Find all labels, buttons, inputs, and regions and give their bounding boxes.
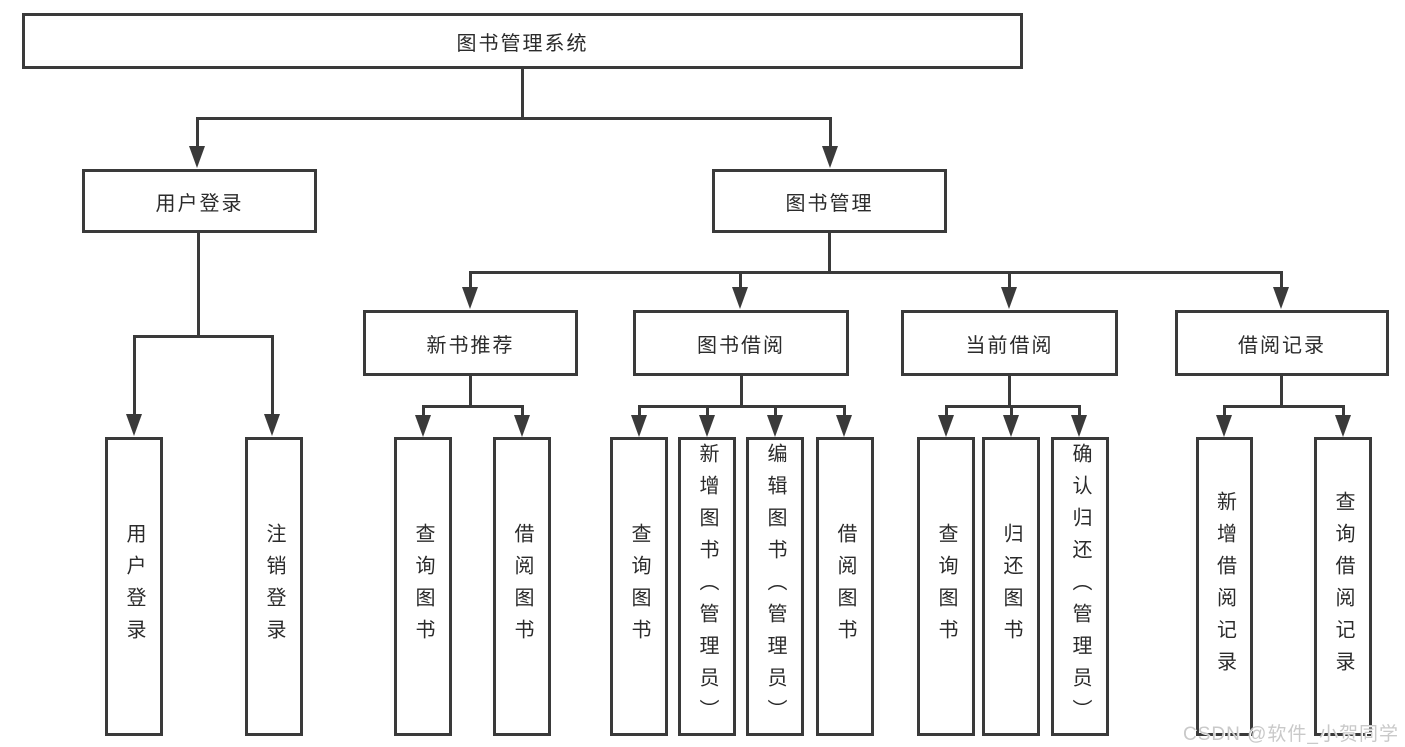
node-root-library-system: 图书管理系统 [22,13,1023,69]
leaf-add-borrow-record: 新增借阅记录 [1196,437,1253,736]
leaf-query-books-recommend: 查询图书 [394,437,452,736]
connector-line [271,335,274,415]
node-user-login: 用户登录 [82,169,317,233]
arrowhead-down-icon [514,415,530,437]
connector-line [133,335,136,415]
arrowhead-down-icon [699,415,715,437]
connector-line [638,405,641,416]
connector-line [469,271,1283,274]
arrowhead-down-icon [1335,415,1351,437]
leaf-return-books: 归还图书 [982,437,1040,736]
leaf-query-books-current: 查询图书 [917,437,975,736]
leaf-add-books-admin: 新增图书（管理员） [678,437,736,736]
connector-line [1010,405,1013,416]
arrowhead-down-icon [1273,287,1289,309]
arrowhead-down-icon [1001,287,1017,309]
arrowhead-down-icon [1003,415,1019,437]
arrowhead-down-icon [264,414,280,436]
connector-line [829,117,832,147]
node-current-borrow: 当前借阅 [901,310,1118,376]
node-new-book-recommend: 新书推荐 [363,310,578,376]
connector-line [740,376,743,408]
arrowhead-down-icon [415,415,431,437]
node-book-borrow: 图书借阅 [633,310,849,376]
connector-line [706,405,709,416]
leaf-query-borrow-record: 查询借阅记录 [1314,437,1372,736]
connector-line [1008,271,1011,288]
connector-line [1223,405,1344,408]
connector-line [843,405,846,416]
connector-line [1280,271,1283,288]
connector-line [774,405,777,416]
connector-line [1280,376,1283,408]
arrowhead-down-icon [822,146,838,168]
arrowhead-down-icon [1071,415,1087,437]
connector-line [739,271,742,288]
arrowhead-down-icon [1216,415,1232,437]
connector-line [197,233,200,338]
leaf-logout: 注销登录 [245,437,303,736]
connector-line [521,405,524,416]
arrowhead-down-icon [836,415,852,437]
connector-line [469,376,472,408]
arrowhead-down-icon [732,287,748,309]
node-borrow-records: 借阅记录 [1175,310,1389,376]
csdn-watermark: CSDN @软件_小贺同学 [1183,724,1399,745]
leaf-user-login: 用户登录 [105,437,163,736]
connector-line [945,405,948,416]
arrowhead-down-icon [462,287,478,309]
connector-line [1008,376,1011,408]
connector-line [133,335,274,338]
connector-line [422,405,425,416]
connector-line [422,405,523,408]
arrowhead-down-icon [938,415,954,437]
connector-line [469,271,472,288]
node-book-management: 图书管理 [712,169,947,233]
leaf-confirm-return-admin: 确认归还（管理员） [1051,437,1109,736]
connector-line [828,233,831,274]
leaf-borrow-books-recommend: 借阅图书 [493,437,551,736]
arrowhead-down-icon [126,414,142,436]
leaf-edit-books-admin: 编辑图书（管理员） [746,437,804,736]
connector-line [196,117,832,120]
arrowhead-down-icon [631,415,647,437]
arrowhead-down-icon [189,146,205,168]
connector-line [638,405,846,408]
connector-line [1342,405,1345,416]
connector-line [1223,405,1226,416]
connector-line [196,117,199,147]
connector-line [1078,405,1081,416]
leaf-borrow-books: 借阅图书 [816,437,874,736]
leaf-query-books-borrow: 查询图书 [610,437,668,736]
connector-line [945,405,1081,408]
arrowhead-down-icon [767,415,783,437]
connector-line [521,69,524,120]
